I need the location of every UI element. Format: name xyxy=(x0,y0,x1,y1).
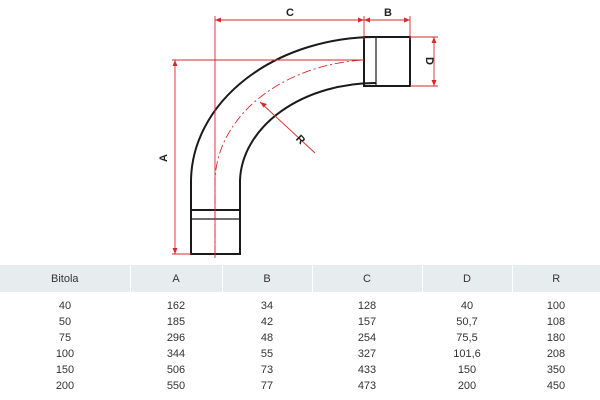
label-c: C xyxy=(286,7,294,19)
cell: 327 xyxy=(357,348,377,360)
table-row: 40 162 34 128 40 100 xyxy=(0,292,600,314)
cell: 550 xyxy=(166,380,186,392)
header-bitola: Bitola xyxy=(0,265,131,292)
table-row: 200 550 77 473 200 450 xyxy=(0,378,600,394)
cell: 433 xyxy=(357,364,377,376)
header-a: A xyxy=(130,265,223,292)
cell: 162 xyxy=(166,300,186,312)
header-d: D xyxy=(422,265,513,292)
pipe-outer-wall xyxy=(190,36,377,210)
cell: 150 xyxy=(55,364,75,376)
label-a: A xyxy=(158,154,170,162)
cell: 75,5 xyxy=(456,332,478,344)
dimension-lines xyxy=(172,16,438,258)
cell: 40 xyxy=(460,300,474,312)
cell: 344 xyxy=(166,348,186,360)
cell: 350 xyxy=(546,364,566,376)
dimensions-table: Bitola A B C D R 40 162 34 128 40 100 50… xyxy=(0,265,600,394)
cell: 128 xyxy=(357,300,377,312)
table-row: 75 296 48 254 75,5 180 xyxy=(0,330,600,346)
pipe-inner-wall xyxy=(239,82,377,210)
cell: 200 xyxy=(457,380,477,392)
table-row: 50 185 42 157 50,7 108 xyxy=(0,314,600,330)
table-header-row: Bitola A B C D R xyxy=(0,265,600,292)
cell: 108 xyxy=(546,316,566,328)
cell: 55 xyxy=(260,348,274,360)
cell: 50,7 xyxy=(456,316,478,328)
cell: 100 xyxy=(546,300,566,312)
cell: 50 xyxy=(58,316,72,328)
table-row: 100 344 55 327 101,6 208 xyxy=(0,346,600,362)
radius-line xyxy=(259,101,316,154)
cell: 208 xyxy=(546,348,566,360)
cell: 100 xyxy=(55,348,75,360)
cell: 34 xyxy=(260,300,274,312)
cell: 48 xyxy=(260,332,274,344)
cell: 296 xyxy=(166,332,186,344)
cell: 40 xyxy=(58,300,72,312)
cell: 77 xyxy=(260,380,274,392)
cell: 73 xyxy=(260,364,274,376)
cell: 180 xyxy=(546,332,566,344)
header-b: B xyxy=(222,265,313,292)
center-line xyxy=(214,59,365,255)
cell: 75 xyxy=(58,332,72,344)
cell: 157 xyxy=(357,316,377,328)
cell: 254 xyxy=(357,332,377,344)
cell: 200 xyxy=(55,380,75,392)
pipe-socket-horizontal xyxy=(363,36,411,87)
label-b: B xyxy=(384,7,392,19)
cell: 101,6 xyxy=(453,348,481,360)
cell: 150 xyxy=(457,364,477,376)
header-r: R xyxy=(512,265,600,292)
label-d: D xyxy=(423,57,435,65)
cell: 185 xyxy=(166,316,186,328)
cell: 506 xyxy=(166,364,186,376)
header-c: C xyxy=(312,265,423,292)
pipe-socket-vertical xyxy=(190,209,241,255)
cell: 450 xyxy=(546,380,566,392)
cell: 42 xyxy=(260,316,274,328)
pipe-bend-dimension-drawing: C B A D R xyxy=(158,7,438,258)
cell: 473 xyxy=(357,380,377,392)
table-row: 150 506 73 433 150 350 xyxy=(0,362,600,378)
pipe-bend-outline xyxy=(190,36,411,255)
